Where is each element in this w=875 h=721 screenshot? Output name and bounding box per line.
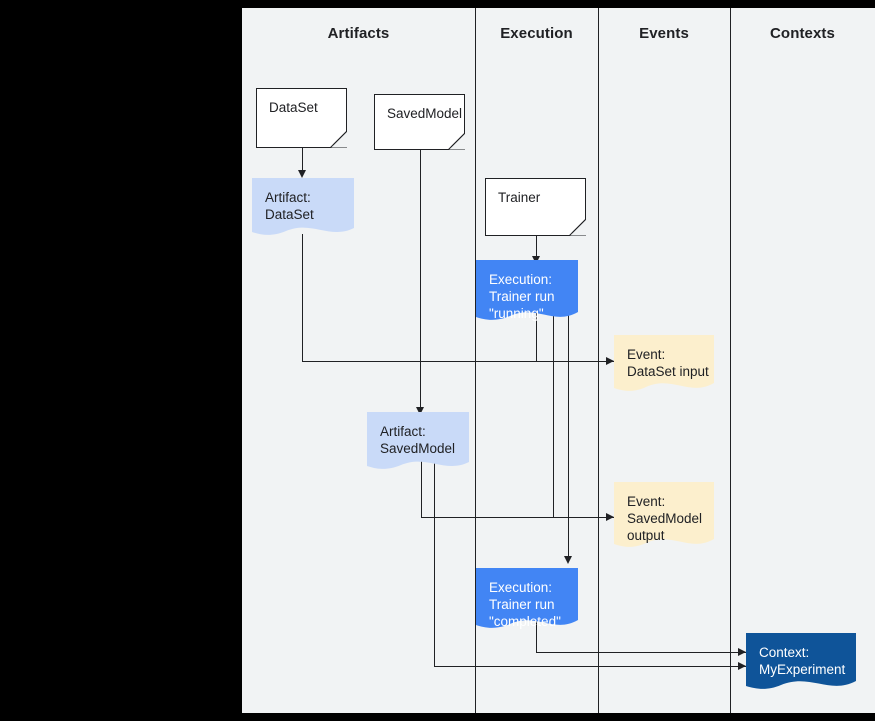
arrowhead-context-from-artifact [738,662,746,670]
edge-artifact-dataset-horizontal [302,361,614,363]
node-dataset-document[interactable]: DataSet [256,88,347,148]
lane-header-artifacts: Artifacts [327,25,390,42]
edge-execution-to-dataset-event [536,308,538,362]
arrowhead-context-from-execution [738,648,746,656]
node-savedmodel-document[interactable]: SavedModel [374,94,465,150]
note-shape [476,568,578,628]
edge-artifact-savedmodel-vertical [421,460,423,518]
node-event-savedmodel-output-label: Event: SavedModel output [627,494,703,543]
node-event-dataset-input-label: Event: DataSet input [627,347,709,379]
lane-divider-execution-events [598,8,599,713]
edge-execution-running-to-completed [568,308,570,557]
node-execution-completed-label: Execution: Trainer run "completed" [489,580,561,629]
node-event-savedmodel-output[interactable]: Event: SavedModel output [614,482,714,554]
edge-trainer-to-execution [536,236,538,257]
edge-artifact-savedmodel-to-context-horizontal [434,666,746,668]
edge-artifact-savedmodel-to-context-vertical [434,460,436,667]
node-artifact-dataset-label: Artifact: DataSet [265,190,314,222]
node-artifact-savedmodel[interactable]: Artifact: SavedModel [367,412,469,474]
note-shape [476,260,578,320]
node-trainer-label: Trainer [498,190,541,205]
lane-divider-events-contexts [730,8,731,713]
document-fold-icon [569,219,586,236]
edge-completed-to-context-horizontal [536,652,746,654]
arrowhead-dataset-to-artifact [298,170,306,178]
node-execution-running[interactable]: Execution: Trainer run "running" [476,260,578,328]
edge-dataset-to-artifact [302,148,304,171]
edge-completed-to-context-vertical [536,620,538,653]
arrowhead-savedmodel-to-artifact [416,407,424,415]
lane-header-execution: Execution [500,25,573,42]
edge-artifact-dataset-vertical [302,234,304,362]
arrowhead-dataset-input-event [606,357,614,365]
node-event-dataset-input[interactable]: Event: DataSet input [614,335,714,397]
node-context-myexperiment-label: Context: MyExperiment [759,645,846,677]
node-artifact-dataset[interactable]: Artifact: DataSet [252,178,354,240]
note-shape [367,412,469,469]
node-execution-running-label: Execution: Trainer run "running" [489,272,555,321]
note-shape [746,633,856,689]
node-dataset-label: DataSet [269,100,318,115]
lane-header-contexts: Contexts [770,25,835,42]
node-trainer-document[interactable]: Trainer [485,178,586,236]
node-artifact-savedmodel-label: Artifact: SavedModel [380,424,456,456]
lane-header-events: Events [639,25,689,42]
node-context-myexperiment[interactable]: Context: MyExperiment [746,633,856,695]
edge-execution-to-savedmodel-event [553,308,555,517]
document-fold-icon [330,131,347,148]
edge-artifact-savedmodel-horizontal [421,517,614,519]
arrowhead-execution-completed [564,556,572,564]
node-execution-completed[interactable]: Execution: Trainer run "completed" [476,568,578,636]
node-savedmodel-label: SavedModel [387,106,463,121]
lane-divider-artifacts-execution [475,8,476,713]
note-shape [614,482,714,547]
mlmd-swimlane-diagram: Artifacts Execution Events Contexts [242,8,875,713]
edge-savedmodel-to-artifact [420,150,422,408]
note-shape [252,178,354,235]
arrowhead-savedmodel-output-event [606,513,614,521]
note-shape [614,335,714,391]
document-fold-icon [448,133,465,150]
